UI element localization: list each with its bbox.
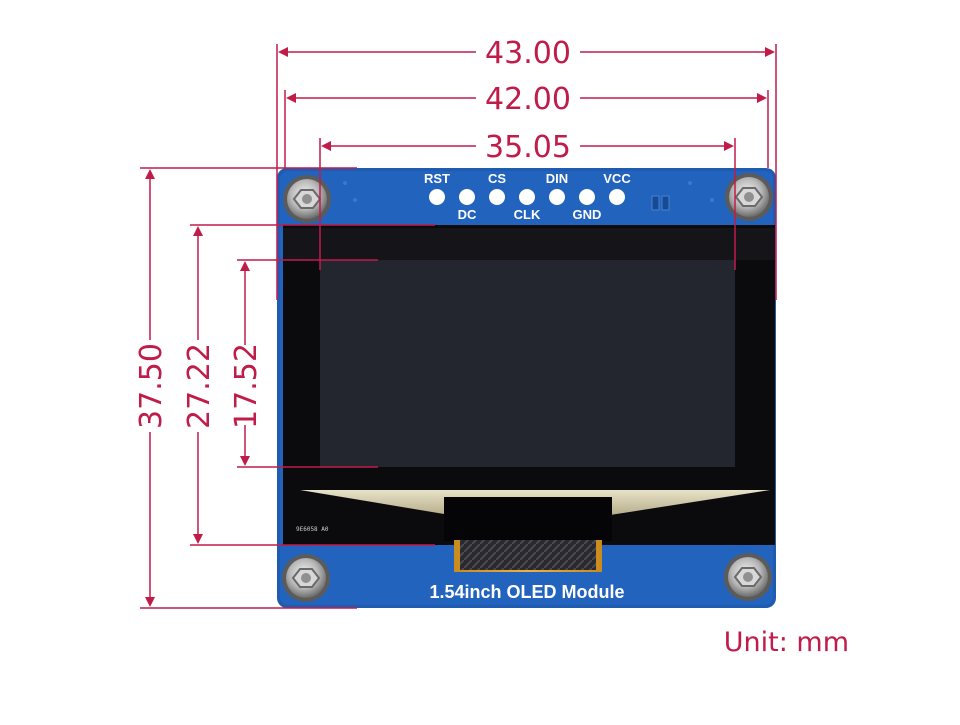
screw-bottom-left-icon [282,554,330,602]
screw-bottom-right-icon [724,553,772,601]
dimension-label-width-hole-spacing: 42.00 [485,82,571,117]
flex-cable [454,540,602,572]
pin-label-cs: CS [488,171,506,186]
chip-marking: 9E6058 A0 [296,526,329,533]
screw-top-right-icon [725,173,773,221]
pin-pad-vcc [609,189,625,205]
pin-pad-din [549,189,565,205]
dimension-label-width-active-area: 35.05 [485,130,571,165]
dimension-arrowheads [145,47,775,607]
pin-label-dc: DC [458,207,477,222]
pin-label-rst: RST [424,171,450,186]
pin-pad-gnd [579,189,595,205]
pin-header: RST CS DIN VCC DC CLK GND [343,171,714,222]
unit-label: Unit: mm [724,627,849,658]
pin-label-clk: CLK [514,207,541,222]
pin-pad-dc [459,189,475,205]
pin-pad-rst [429,189,445,205]
active-display-area [320,260,735,467]
oled-glass-panel: 9E6058 A0 [283,225,775,545]
pin-pad-cs [489,189,505,205]
pin-pad-clk [519,189,535,205]
screw-top-left-icon [283,175,331,223]
dimension-lines [140,44,777,609]
dimension-label-height-active-area: 17.52 [229,343,264,429]
pin-label-vcc: VCC [603,171,631,186]
dimension-label-height-glass: 27.22 [182,343,217,429]
dimension-label-width-outer: 43.00 [485,36,571,71]
module-title: 1.54inch OLED Module [429,582,624,602]
pin-label-din: DIN [546,171,568,186]
dimension-label-height-outer: 37.50 [134,343,169,429]
pin-label-gnd: GND [573,207,602,222]
